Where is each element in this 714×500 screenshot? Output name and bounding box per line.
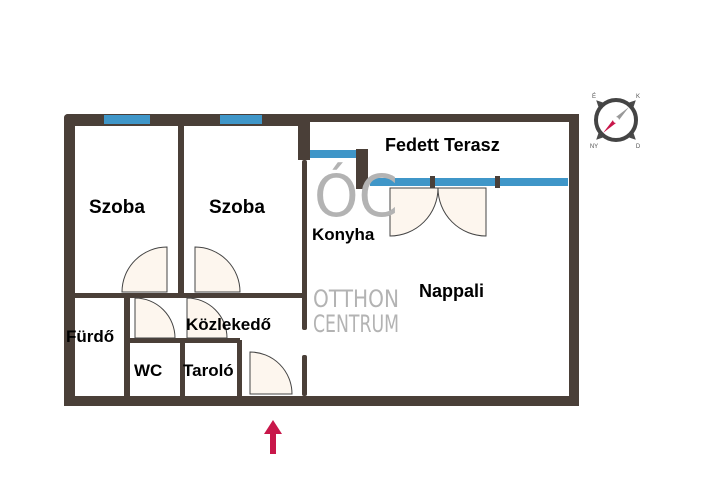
- watermark-line2: CENTRUM: [313, 310, 399, 338]
- room-label-konyha: Konyha: [312, 225, 375, 244]
- compass-letter-w: NY: [590, 144, 598, 150]
- watermark-logo: ÓC: [314, 161, 398, 230]
- walls: [64, 114, 579, 406]
- room-label-fedett-terasz: Fedett Terasz: [385, 135, 500, 155]
- compass-icon: É K D NY: [590, 93, 641, 150]
- room-label-szoba-1: Szoba: [89, 197, 145, 218]
- room-label-tarolo: Taroló: [183, 361, 234, 380]
- room-labels: Szoba Szoba Konyha Fedett Terasz Nappali…: [66, 135, 500, 380]
- compass-letter-e: K: [636, 94, 640, 100]
- room-label-furdo: Fürdő: [66, 327, 114, 346]
- room-label-szoba-2: Szoba: [209, 197, 265, 218]
- room-label-kozlekedo: Közlekedő: [186, 315, 271, 334]
- compass-letter-s: D: [636, 144, 641, 150]
- room-label-wc: WC: [134, 361, 162, 380]
- watermark: ÓC OTTHON CENTRUM: [313, 161, 399, 338]
- entrance-arrow-icon: [264, 420, 282, 454]
- room-label-nappali: Nappali: [419, 281, 484, 301]
- windows: [104, 115, 568, 186]
- compass-letter-n: É: [592, 93, 596, 100]
- doors: [121, 187, 487, 395]
- watermark-line1: OTTHON: [313, 285, 399, 313]
